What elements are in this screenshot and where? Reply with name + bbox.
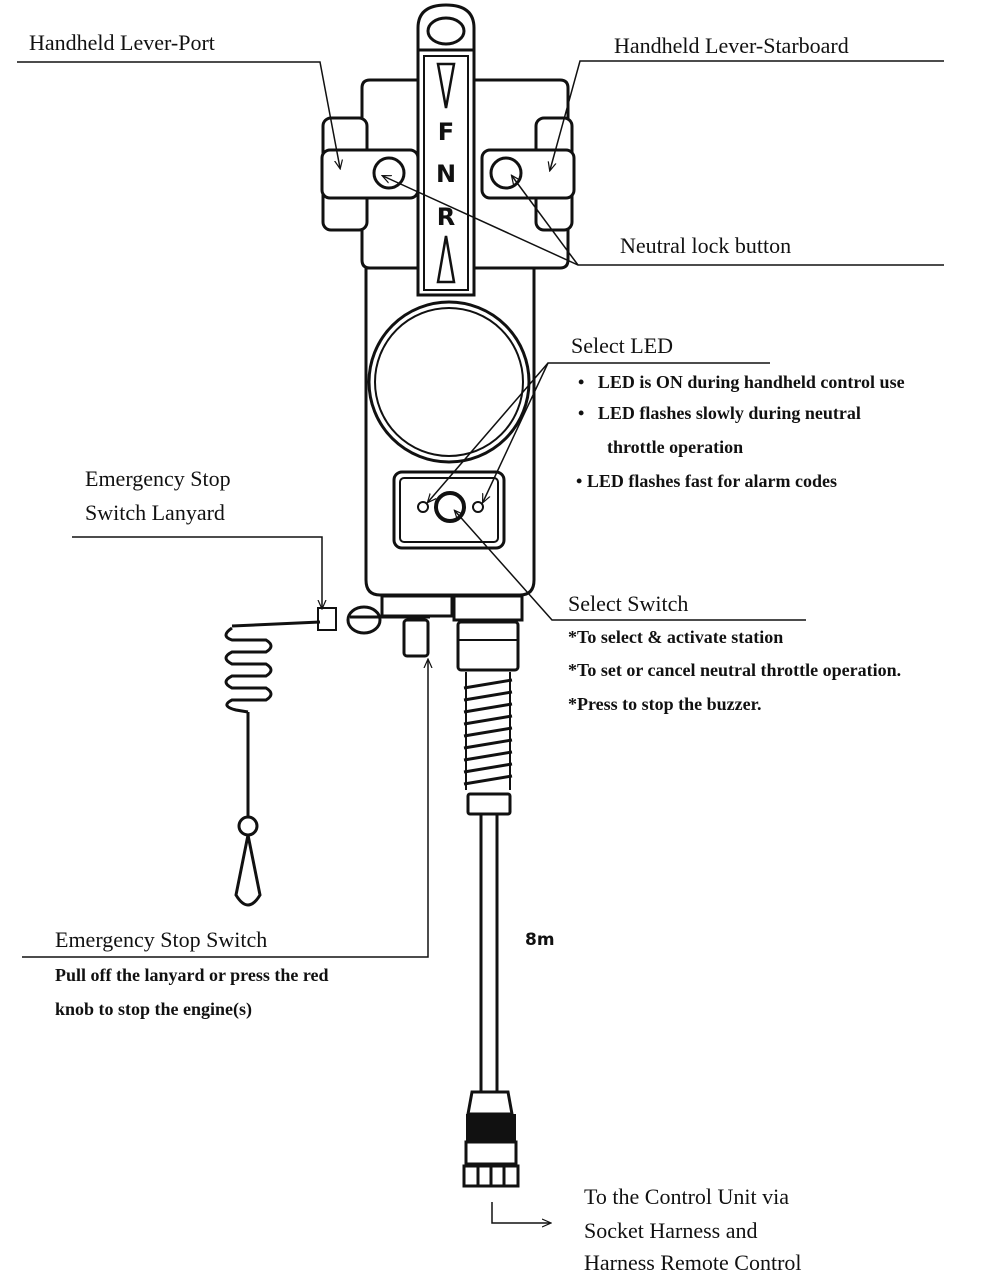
label-lanyard-line-1: Emergency Stop: [85, 466, 231, 491]
select-led-bullet-2: • LED flashes slowly during neutral: [578, 403, 861, 423]
leader-lanyard: [72, 536, 322, 608]
lever-strip-body: [416, 48, 476, 297]
estop-line-1: Pull off the lanyard or press the red: [55, 965, 329, 985]
label-lever-port: Handheld Lever-Port: [29, 30, 215, 55]
bottom-fitting-right: [452, 594, 524, 622]
leader-select-switch: [455, 511, 806, 621]
label-neutral-lock: Neutral lock button: [620, 233, 792, 258]
lanyard-snap-hook: [234, 834, 262, 907]
bullet-icon: •: [576, 471, 583, 491]
dial-outer: [367, 300, 531, 464]
lanyard-clip: [317, 607, 337, 631]
mark-reverse: R: [437, 203, 455, 231]
destination-arrow: [491, 1202, 550, 1223]
select-led-right: [472, 501, 484, 513]
neutral-lock-button-starboard[interactable]: [489, 156, 523, 190]
select-switch-line-3: *Press to stop the buzzer.: [568, 694, 762, 714]
callout-lines: [17, 60, 944, 1223]
leader-estop: [22, 660, 428, 958]
select-led-bullet-2-cont: throttle operation: [607, 437, 744, 457]
cable-strain-relief: [463, 672, 513, 790]
lower-housing: [364, 266, 536, 597]
select-switch-button[interactable]: [434, 491, 466, 523]
neutral-lock-button-port[interactable]: [372, 156, 406, 190]
remote-device: F N R: [224, 3, 576, 1188]
cable-length: 8m: [525, 930, 555, 950]
leader-lever-port: [17, 61, 340, 168]
destination-line-2: Socket Harness and: [584, 1218, 758, 1243]
label-lever-starboard: Handheld Lever-Starboard: [614, 33, 849, 58]
select-switch-line-2: *To set or cancel neutral throttle opera…: [568, 660, 902, 680]
select-switch-line-1: *To select & activate station: [568, 627, 784, 647]
select-led-bullet-3: • LED flashes fast for alarm codes: [576, 471, 837, 491]
lever-starboard[interactable]: [480, 148, 576, 200]
destination-line-3: Harness Remote Control: [584, 1250, 802, 1275]
select-led-left: [417, 501, 429, 513]
lanyard-loop: [346, 605, 382, 635]
dial-inner: [374, 307, 524, 457]
bullet-icon: •: [578, 372, 585, 392]
lanyard-coil: [224, 626, 273, 714]
cable-boot: [466, 792, 512, 816]
label-estop: Emergency Stop Switch: [55, 927, 268, 952]
reverse-triangle-icon: [436, 235, 456, 284]
mark-forward: F: [438, 118, 454, 146]
mark-neutral: N: [436, 160, 456, 188]
destination-line-1: To the Control Unit via: [584, 1184, 789, 1209]
estop-line-2: knob to stop the engine(s): [55, 999, 253, 1019]
leader-lever-starboard: [550, 60, 944, 170]
hanger-hole: [426, 16, 466, 46]
lanyard-ring: [237, 815, 259, 837]
label-select-switch: Select Switch: [568, 591, 689, 616]
bottom-fitting-left: [380, 594, 454, 618]
bullet-icon: •: [578, 403, 585, 423]
leader-neutral-lock-2: [512, 176, 579, 266]
cable-gland: [456, 620, 520, 672]
label-lanyard-line-2: Switch Lanyard: [85, 500, 225, 525]
forward-triangle-icon: [436, 62, 456, 109]
select-led-bullet-1: • LED is ON during handheld control use: [578, 372, 905, 392]
label-select-led: Select LED: [571, 333, 674, 358]
cable-connector: [462, 1090, 520, 1188]
emergency-stop-knob[interactable]: [402, 618, 430, 658]
leader-select-led-2: [483, 362, 549, 502]
select-panel-outer: [392, 470, 506, 550]
lever-strip-inner: [423, 55, 469, 291]
